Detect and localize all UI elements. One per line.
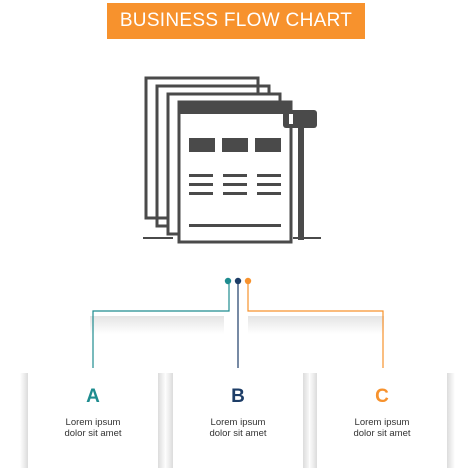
card-letter-c: C — [375, 386, 389, 407]
card-description-b: Lorem ipsum dolor sit amet — [173, 417, 303, 439]
card-line-2: dolor sit amet — [64, 428, 122, 439]
card-shadow — [165, 373, 173, 468]
web-auction-document-icon — [143, 76, 321, 244]
card-shadow — [20, 373, 28, 468]
connector-dot-c — [244, 277, 252, 285]
card-line-2: dolor sit amet — [353, 428, 411, 439]
card-line-2: dolor sit amet — [209, 428, 267, 439]
card-description-c: Lorem ipsum dolor sit amet — [317, 417, 447, 439]
flow-card-c: C Lorem ipsum dolor sit amet — [309, 373, 455, 468]
flow-card-b: B Lorem ipsum dolor sit amet — [165, 373, 311, 468]
card-shadow — [303, 373, 311, 468]
page-title: BUSINESS FLOW CHART — [119, 10, 353, 31]
card-shadow — [309, 373, 317, 468]
connector-dot-a — [224, 277, 232, 285]
card-line-1: Lorem ipsum — [354, 417, 410, 428]
card-line-1: Lorem ipsum — [65, 417, 121, 428]
card-shadow — [158, 373, 166, 468]
connector-dot-b — [234, 277, 242, 285]
card-shadow — [447, 373, 455, 468]
card-letter-a: A — [86, 386, 100, 407]
card-line-1: Lorem ipsum — [210, 417, 266, 428]
card-description-a: Lorem ipsum dolor sit amet — [28, 417, 158, 439]
title-banner: BUSINESS FLOW CHART — [107, 3, 365, 39]
card-letter-b: B — [231, 386, 245, 407]
flow-card-a: A Lorem ipsum dolor sit amet — [20, 373, 166, 468]
